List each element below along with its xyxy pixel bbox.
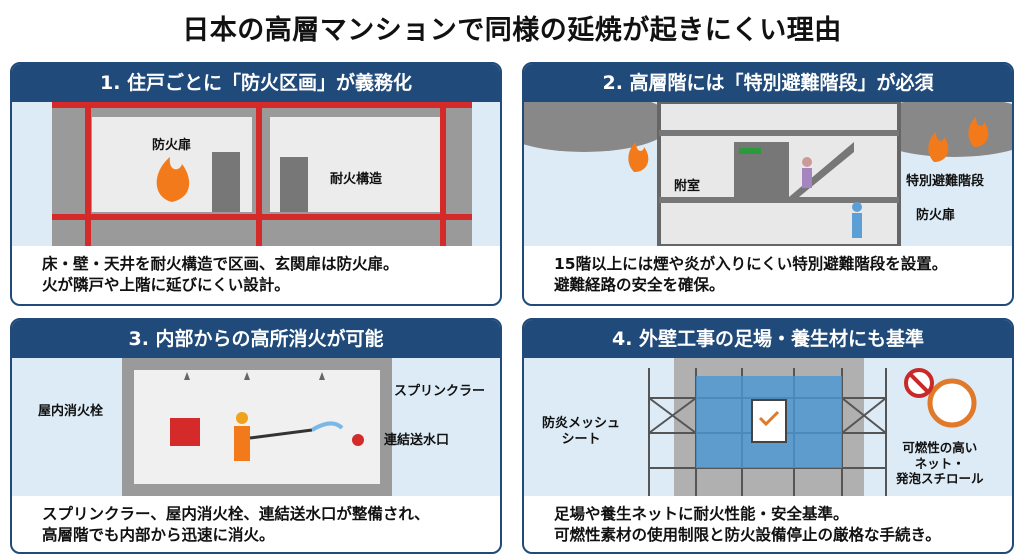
fire-icon <box>927 378 977 428</box>
fire-icon <box>968 117 989 147</box>
firefighting-illustration <box>122 358 392 496</box>
panel-description: スプリンクラー、屋内消火栓、連結送水口が整備され、 高層階でも内部から迅速に消火… <box>12 496 500 546</box>
panel-heading: 2. 高層階には「特別避難階段」が必須 <box>524 64 1012 102</box>
label-special-stairs: 特別避難階段 <box>906 174 985 189</box>
scaffolding-illustration <box>648 358 977 496</box>
label-indoor-hydrant: 屋内消火栓 <box>38 404 104 419</box>
panel-description: 15階以上には煙や炎が入りにくい特別避難階段を設置。 避難経路の安全を確保。 <box>524 246 1012 296</box>
label-fire-door: 防火扉 <box>152 138 192 153</box>
fire-icon <box>928 132 949 162</box>
panel-description: 床・壁・天井を耐火構造で区画、玄関扉は防火扉。 火が隣戸や上階に延びにくい設計。 <box>12 246 500 296</box>
panel-evacuation-stairs: 2. 高層階には「特別避難階段」が必須 附室 特別避難階段 防火扉 15階以上に… <box>522 62 1014 306</box>
desc-line: 足場や養生ネットに耐火性能・安全基準。 <box>554 505 849 523</box>
panel-internal-firefighting: 3. 内部からの高所消火が可能 屋内消火栓 スプリンクラー 連結送水口 スプリン… <box>10 318 502 554</box>
desc-line: 高層階でも内部から迅速に消火。 <box>42 526 275 544</box>
label-combustible-materials: 可燃性の高い ネット・ 発泡スチロール <box>896 440 984 487</box>
panel-heading: 1. 住戸ごとに「防火区画」が義務化 <box>12 64 500 102</box>
label-fireproof-structure: 耐火構造 <box>330 172 383 187</box>
panel-fire-compartment: 1. 住戸ごとに「防火区画」が義務化 防火扉 耐火構造 床・壁・天井を耐火構造で… <box>10 62 502 306</box>
desc-line: 15階以上には煙や炎が入りにくい特別避難階段を設置。 <box>554 255 948 273</box>
desc-line: スプリンクラー、屋内消火栓、連結送水口が整備され、 <box>42 505 430 523</box>
label-standpipe-inlet: 連結送水口 <box>384 433 450 448</box>
label-vestibule: 附室 <box>674 179 701 194</box>
illustration-compartment: 防火扉 耐火構造 <box>12 102 500 246</box>
desc-line: 床・壁・天井を耐火構造で区画、玄関扉は防火扉。 <box>42 255 399 273</box>
label-fire-door: 防火扉 <box>916 208 956 223</box>
stairwell-illustration <box>524 102 1012 246</box>
building-section-illustration <box>52 102 472 246</box>
desc-line: 火が隣戸や上階に延びにくい設計。 <box>42 276 290 294</box>
panel-heading: 4. 外壁工事の足場・養生材にも基準 <box>524 320 1012 358</box>
page-title: 日本の高層マンションで同様の延焼が起きにくい理由 <box>182 15 842 46</box>
illustration-stairs: 附室 特別避難階段 防火扉 <box>524 102 1012 246</box>
fire-icon <box>628 142 649 172</box>
panel-description: 足場や養生ネットに耐火性能・安全基準。 可燃性素材の使用制限と防火設備停止の厳格… <box>524 496 1012 546</box>
desc-line: 可燃性素材の使用制限と防火設備停止の厳格な手続き。 <box>554 526 941 544</box>
label-sprinkler: スプリンクラー <box>394 384 486 399</box>
label-flame-retardant-mesh: 防炎メッシュ シート <box>542 416 621 448</box>
illustration-firefighting: 屋内消火栓 スプリンクラー 連結送水口 <box>12 358 500 496</box>
desc-line: 避難経路の安全を確保。 <box>554 276 725 294</box>
panel-scaffolding-standards: 4. 外壁工事の足場・養生材にも基準 防炎メッシュ シート 可燃性の高い ネット… <box>522 318 1014 554</box>
fire-icon <box>156 157 190 202</box>
illustration-scaffolding: 防炎メッシュ シート 可燃性の高い ネット・ 発泡スチロール <box>524 358 1012 496</box>
panel-heading: 3. 内部からの高所消火が可能 <box>12 320 500 358</box>
